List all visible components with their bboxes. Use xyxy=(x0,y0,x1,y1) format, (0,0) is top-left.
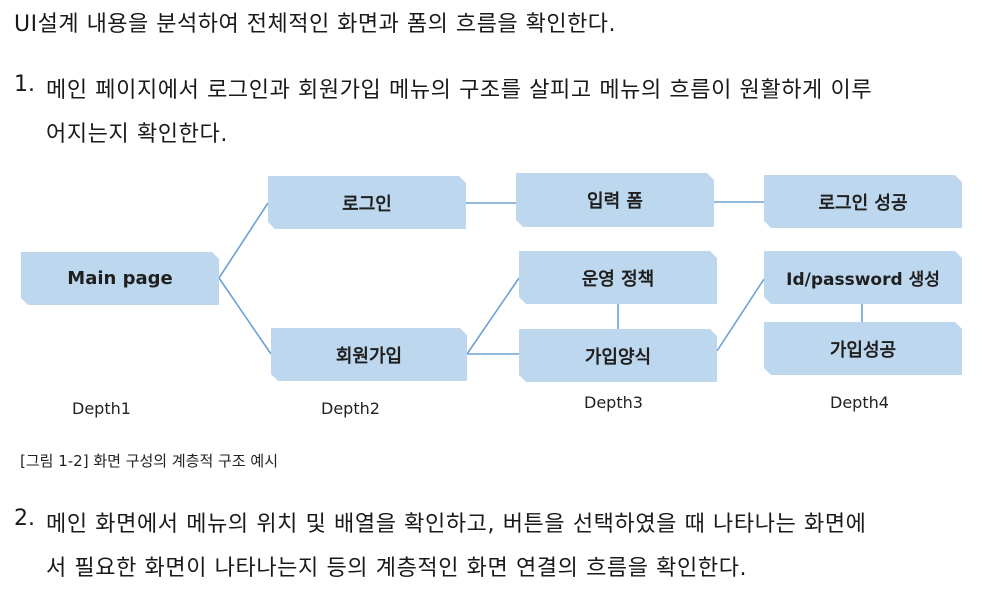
depth-label-2: Depth2 xyxy=(321,399,380,418)
node-signup-success: 가입성공 xyxy=(764,322,962,375)
depth-label-1: Depth1 xyxy=(72,399,131,418)
figure-caption: [그림 1-2] 화면 구성의 계층적 구조 예시 xyxy=(20,452,279,470)
item-1-number: 1. xyxy=(14,72,35,97)
intro-text: UI설계 내용을 분석하여 전체적인 화면과 폼의 흐름을 확인한다. xyxy=(14,12,617,37)
node-input-form: 입력 폼 xyxy=(516,173,714,227)
node-main-page: Main page xyxy=(21,252,219,305)
node-signup: 회원가입 xyxy=(271,328,467,381)
node-signup-form: 가입양식 xyxy=(519,329,717,382)
item-2-line-1: 메인 화면에서 메뉴의 위치 및 배열을 확인하고, 버튼을 선택하였을 때 나… xyxy=(46,512,867,537)
link-form-idpassword xyxy=(716,278,765,352)
depth-label-4: Depth4 xyxy=(830,393,889,412)
link-signup-policy xyxy=(466,277,520,355)
item-1-line-2: 어지는지 확인한다. xyxy=(46,122,228,147)
node-id-password: Id/password 생성 xyxy=(764,251,962,304)
depth-label-3: Depth3 xyxy=(584,393,643,412)
item-2-number: 2. xyxy=(14,506,35,531)
item-1-line-1: 메인 페이지에서 로그인과 회원가입 메뉴의 구조를 살피고 메뉴의 흐름이 원… xyxy=(46,78,873,103)
link-main-login xyxy=(218,202,269,279)
node-login: 로그인 xyxy=(268,176,466,229)
item-2-line-2: 서 필요한 화면이 나타나는지 등의 계층적인 화면 연결의 흐름을 확인한다. xyxy=(46,556,748,581)
link-main-signup xyxy=(218,277,272,355)
node-login-success: 로그인 성공 xyxy=(764,175,962,228)
node-operation-policy: 운영 정책 xyxy=(519,251,717,304)
